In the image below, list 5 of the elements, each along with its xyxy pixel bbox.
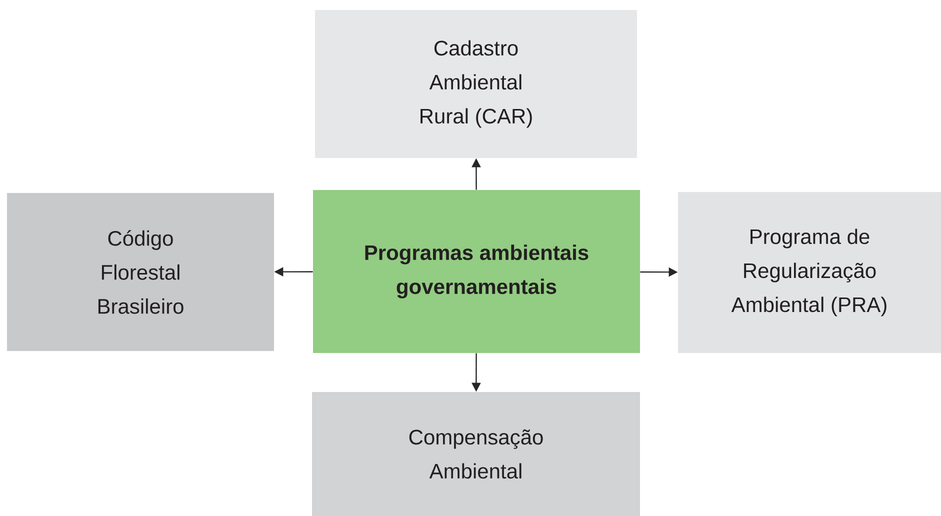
topic-box: Cadastro Ambiental Rural (CAR) [315, 10, 637, 158]
topic-box: Código Florestal Brasileiro [7, 193, 274, 351]
topic-box: Programa de Regularização Ambiental (PRA) [678, 192, 941, 353]
topic-box: Compensação Ambiental [312, 392, 640, 516]
central-box: Programas ambientais governamentais [313, 190, 640, 353]
